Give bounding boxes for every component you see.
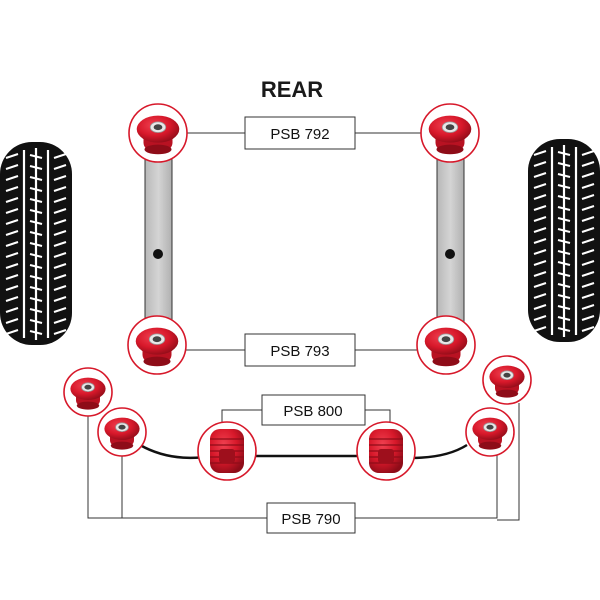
bush-icon-psb790-outer-left [63, 367, 113, 417]
label-psb790: PSB 790 [266, 502, 356, 534]
left-trailing-arm [144, 149, 173, 331]
right-tyre-icon [528, 139, 600, 342]
label-psb792-text: PSB 792 [270, 126, 329, 143]
bush-icon-psb792-right [420, 103, 480, 163]
label-psb792: PSB 792 [244, 116, 356, 150]
stabilizer-bush-icon-right [356, 421, 416, 481]
left-tyre-icon [0, 142, 72, 345]
label-psb793-text: PSB 793 [270, 343, 329, 360]
label-psb800-text: PSB 800 [283, 403, 342, 420]
bush-icon-psb790-inner-left [97, 407, 147, 457]
diagram-title: REAR [261, 77, 323, 102]
stabilizer-bush-icon-left [197, 421, 257, 481]
right-trailing-arm [436, 149, 465, 331]
bush-icon-psb793-right [416, 315, 476, 375]
bush-icon-psb790-inner-right [465, 407, 515, 457]
label-psb793: PSB 793 [244, 333, 356, 367]
stabilizer-bar [139, 443, 468, 460]
bush-icon-psb792-left [128, 103, 188, 163]
bush-icon-psb790-outer-right [482, 355, 532, 405]
bush-group [63, 103, 532, 481]
label-psb790-text: PSB 790 [281, 511, 340, 528]
label-psb800: PSB 800 [261, 394, 366, 426]
bush-icon-psb793-left [127, 315, 187, 375]
